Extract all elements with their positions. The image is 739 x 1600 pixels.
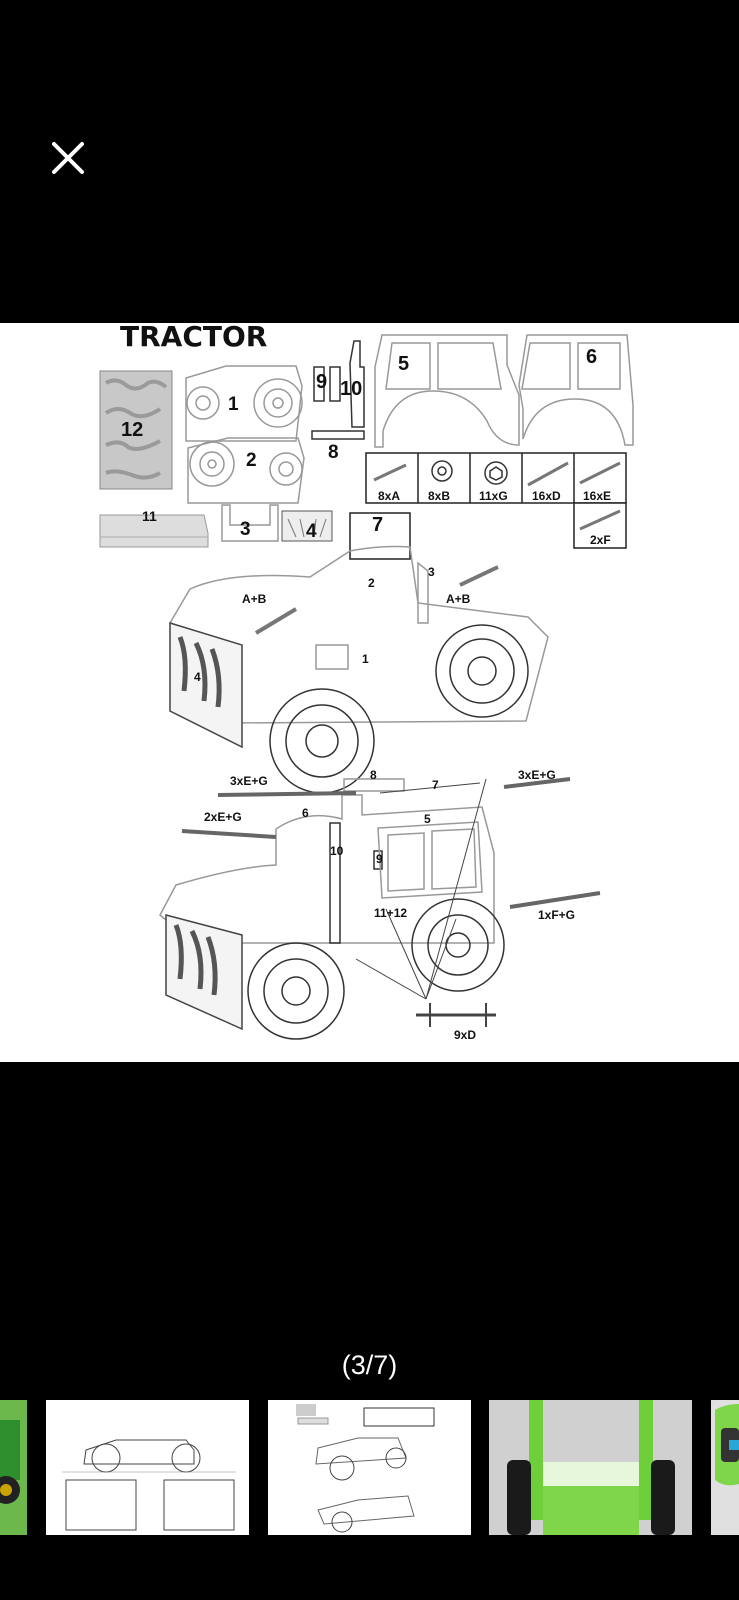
part-label-12: 12	[121, 419, 143, 441]
hw-label-e: 16xE	[583, 489, 611, 503]
step2-label-11-12: 11+12	[374, 906, 407, 920]
part-label-10: 10	[340, 378, 362, 400]
step1-label-ab-left: A+B	[242, 592, 267, 606]
hw-label-b: 8xB	[428, 489, 450, 503]
thumbnail-5[interactable]	[711, 1400, 739, 1535]
part-label-7: 7	[372, 514, 383, 536]
thumbnail-4-image	[489, 1400, 692, 1535]
step1-label-1: 1	[362, 652, 369, 666]
part-6: 6	[518, 334, 634, 446]
step2-label-7: 7	[432, 778, 439, 792]
assembly-diagram: TRACTOR 12 1 2 9 10	[99, 323, 634, 1042]
part-label-1: 1	[228, 394, 239, 415]
thumbnail-5-image	[711, 1400, 739, 1535]
part-12: 12	[99, 370, 173, 490]
thumbnail-2-image	[46, 1400, 249, 1535]
part-label-9: 9	[316, 371, 327, 393]
part-label-2: 2	[246, 450, 257, 471]
part-label-8: 8	[328, 442, 339, 463]
step2-label-3xeg-left: 3xE+G	[230, 774, 268, 788]
step1-label-4: 4	[194, 670, 201, 684]
close-button[interactable]	[44, 134, 92, 182]
part-label-3: 3	[240, 519, 251, 540]
hw-label-g: 11xG	[479, 489, 508, 503]
main-image[interactable]: TRACTOR 12 1 2 9 10	[0, 323, 739, 1062]
step2-label-9: 9	[376, 852, 383, 866]
thumbnail-3-image	[268, 1400, 471, 1535]
step2-label-3xeg-right: 3xE+G	[518, 768, 556, 782]
step1-label-3: 3	[428, 565, 435, 579]
thumbnail-4[interactable]	[489, 1400, 692, 1535]
hw-label-a: 8xA	[378, 489, 400, 503]
thumbnail-1-image	[0, 1400, 27, 1535]
part-1: 1	[185, 365, 303, 442]
part-5: 5	[374, 334, 520, 448]
step2-label-6: 6	[302, 806, 309, 820]
step2-label-8: 8	[370, 768, 377, 782]
part-8: 8	[311, 430, 365, 463]
assembly-step-2: 3xE+G 3xE+G 2xE+G 8 7 6 5 10 9 11+12 1xF…	[159, 768, 601, 1042]
step2-label-10: 10	[330, 844, 344, 858]
hardware-table: 8xA 8xB 11xG 16xD 16xE 2xF	[365, 452, 627, 549]
image-counter: (3/7)	[341, 1350, 398, 1380]
part-11: 11	[99, 508, 209, 548]
step2-label-9xd: 9xD	[454, 1028, 476, 1042]
thumbnail-1[interactable]	[0, 1400, 27, 1535]
part-2: 2	[187, 437, 305, 504]
part-label-6: 6	[586, 346, 597, 368]
part-7: 7	[349, 512, 411, 560]
part-4: 4	[281, 510, 333, 542]
thumbnail-2[interactable]	[46, 1400, 249, 1535]
diagram-title: TRACTOR	[120, 323, 267, 353]
assembly-step-1: A+B A+B 1 2 3 4	[169, 545, 549, 794]
part-label-4: 4	[306, 521, 317, 542]
step2-label-1xfg: 1xF+G	[538, 908, 575, 922]
part-label-11: 11	[142, 508, 157, 524]
hw-label-f: 2xF	[590, 533, 611, 547]
hw-label-d: 16xD	[532, 489, 561, 503]
thumbnail-3[interactable]	[268, 1400, 471, 1535]
close-icon	[52, 142, 84, 174]
step1-label-ab-right: A+B	[446, 592, 471, 606]
part-label-5: 5	[398, 353, 409, 375]
step1-label-2: 2	[368, 576, 375, 590]
step2-label-2xeg: 2xE+G	[204, 810, 242, 824]
part-9-10: 9 10	[313, 340, 365, 428]
step2-label-5: 5	[424, 812, 431, 826]
part-3: 3	[221, 504, 279, 542]
